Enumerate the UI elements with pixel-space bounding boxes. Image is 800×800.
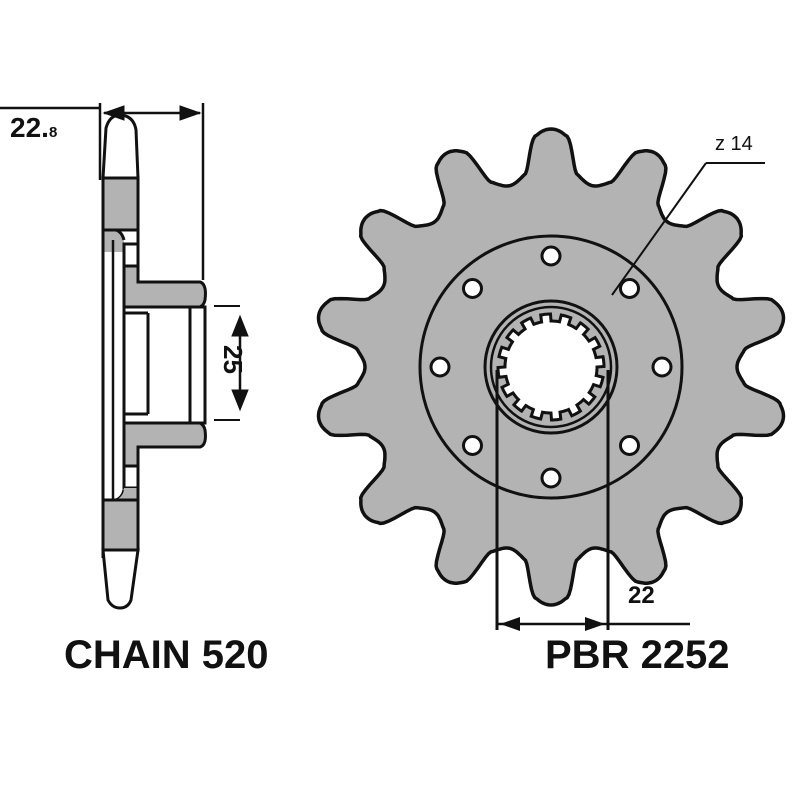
side-dimensions: [0, 103, 249, 421]
front-view: [316, 127, 786, 631]
arrow-up-icon: [231, 314, 249, 337]
part-number-caption: PBR 2252: [545, 633, 730, 677]
side-body-bottom: [101, 498, 140, 552]
side-tooth-top: [101, 113, 140, 180]
bolt-hole: [619, 435, 640, 456]
teeth-count-label: z 14: [715, 133, 753, 155]
arrow-right-icon: [585, 617, 605, 631]
bolt-hole: [462, 435, 483, 456]
spline-width-label: 22: [628, 582, 655, 609]
side-body-top: [101, 176, 140, 232]
bolt-hole: [429, 356, 451, 378]
side-hub-bottom: [122, 421, 207, 468]
arrow-left-icon: [102, 105, 125, 121]
side-hub-top: [122, 264, 207, 309]
arrow-left-icon: [500, 617, 520, 631]
bolt-hole: [462, 278, 483, 299]
side-gap-bottom: [122, 464, 140, 490]
bolt-ring-circle: [418, 234, 684, 500]
chain-size-caption: CHAIN 520: [64, 633, 269, 677]
arrow-right-icon: [179, 105, 202, 121]
hub-outer-circle: [483, 299, 619, 435]
side-tooth-bottom: [101, 548, 140, 610]
side-bore: [122, 305, 207, 425]
spline-bore: [496, 312, 606, 422]
bolt-holes: [429, 245, 673, 489]
bolt-hole: [540, 245, 562, 267]
arrow-down-icon: [231, 389, 249, 412]
bolt-hole: [540, 467, 562, 489]
bolt-hole: [619, 278, 640, 299]
side-view: [101, 113, 207, 610]
thickness-dimension-label: 22.8: [10, 112, 58, 143]
side-gap-top: [122, 242, 140, 268]
bolt-hole: [651, 356, 673, 378]
bore-dimension-label: 25: [218, 345, 248, 374]
